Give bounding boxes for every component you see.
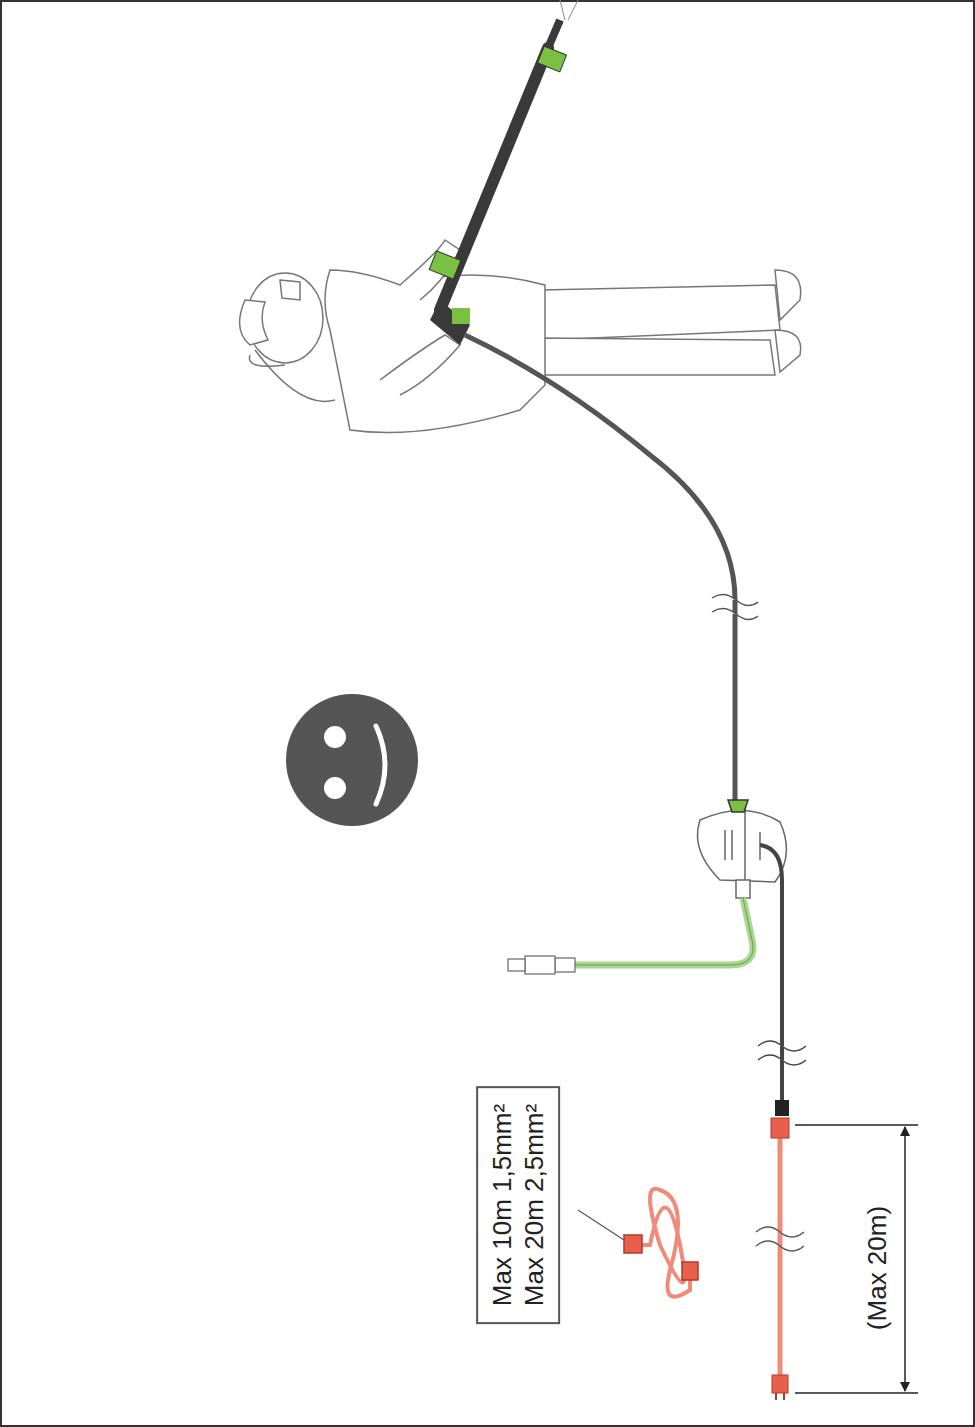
pressure-hose: [465, 335, 735, 810]
extension-cable: [756, 1118, 804, 1400]
dimension-label: (Max 20m): [862, 1202, 892, 1334]
leader-line: [578, 1210, 624, 1240]
power-cable: [760, 845, 782, 1110]
person: [240, 240, 801, 433]
spec-text: Max 10m 1,5mm²: [486, 1104, 518, 1306]
garden-hose: [575, 898, 753, 965]
lance: [429, 20, 566, 345]
coiled-cable: [624, 1189, 698, 1297]
smiley: [286, 694, 418, 826]
spec-text: Max 20m 2,5mm²: [518, 1104, 550, 1306]
dimension: [795, 1125, 918, 1393]
spec-box: Max 10m 1,5mm²Max 20m 2,5mm²: [476, 1086, 560, 1324]
